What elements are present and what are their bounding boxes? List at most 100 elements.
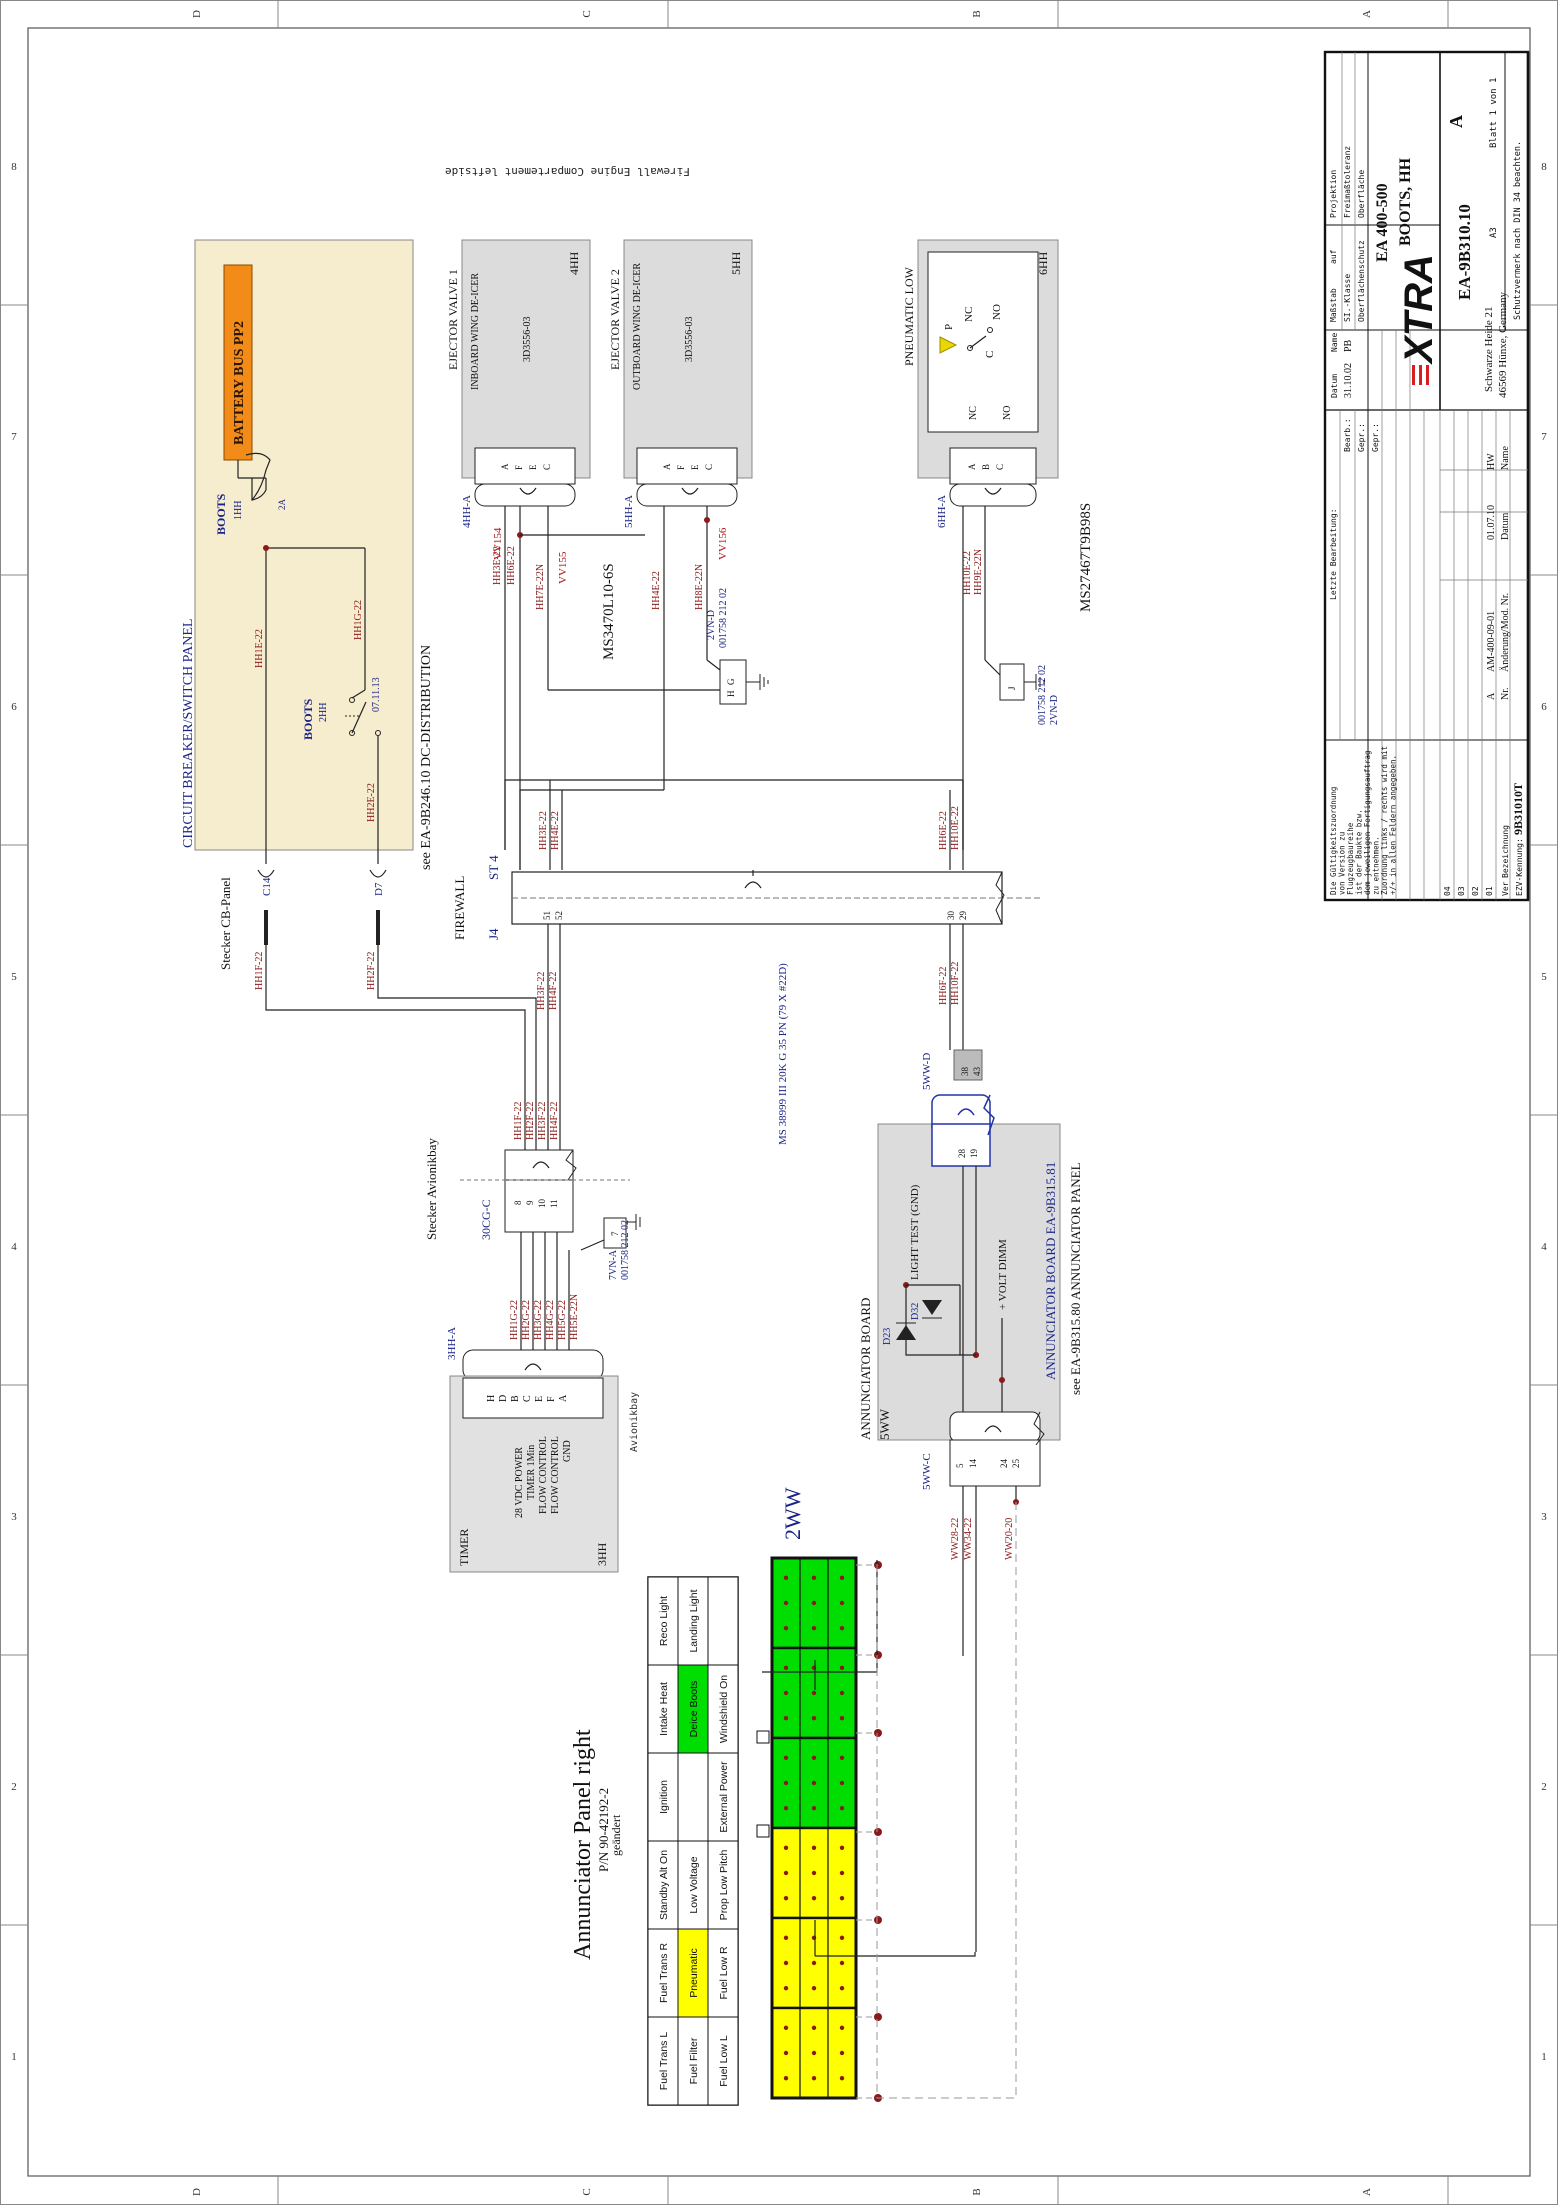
label-text: XTRA [1397,254,1441,365]
zone-col-r: 8 [1541,161,1547,173]
label-text: GND [562,1440,573,1462]
pneumatic-conn: 6HH-A [936,495,948,528]
label-text: 7 [610,1231,620,1236]
valve2-ref: 5HH [729,251,743,275]
valve1-conn: 4HH-A [461,495,473,528]
annunciator-conn-d: 5WW-D [921,1053,933,1090]
label-text: HH3F-22 [536,972,547,1010]
avionik-title: Stecker Avionikbay [424,1138,439,1240]
label-text: C [995,464,1005,470]
zone-row-b: A [1361,2188,1373,2196]
valve1-sub: INBOARD WING DE-ICER [470,273,481,390]
legend-label: Pneumatic [688,1948,700,1998]
label-text: HH3G-22 [533,1300,544,1340]
annunciator-board-label: ANNUNCIATOR BOARD EA-9B315.81 [1043,1162,1058,1380]
label-text: 01 [1485,886,1494,896]
zone-col-r: 5 [1541,971,1547,983]
legend-label: Standby Alt On [658,1850,670,1920]
ejector-valve-1: EJECTOR VALVE 1 INBOARD WING DE-ICER 3D3… [446,239,645,870]
pneumatic-title: PNEUMATIC LOW [902,266,916,366]
label-text: C [542,464,552,470]
zone-row-t: C [581,10,593,17]
firewall-st: ST 4 [486,855,501,880]
valve2-conn: 5HH-A [623,495,635,528]
label-text: HH5G-22 [557,1300,568,1340]
label-text: HH3E-22 [492,546,503,585]
firewall-caption: Firewall Engine Compartement leftside [445,165,690,178]
address-line-1: Schwarze Heide 21 [1483,306,1495,392]
label-text: Die Gültigkeitszuordnung [1329,787,1338,895]
label-text: Oberflächenschutz [1357,240,1366,322]
zone-col-l: 6 [11,701,17,713]
drawing-name: BOOTS, HH [1397,157,1414,246]
pressure-symbol [939,336,958,354]
label-text: HH3F-22 [537,1102,548,1140]
light-test-label: LIGHT TEST (GND) [909,1184,921,1280]
legend-cell [647,1576,679,1666]
label-text: Änderung/Mod. Nr. [1499,593,1511,672]
switch-ref: 2HH [318,703,329,722]
vv155: VV155 [557,551,569,584]
vv154: VV154 [492,527,504,560]
label-text: HW [1486,453,1497,470]
label-text: HH9E-22N [973,549,984,595]
label-text: Blatt 1 von 1 [1489,78,1499,148]
label-text: E [690,464,700,470]
label-text: Maßstab [1329,288,1338,322]
label-text: HH4F-22 [548,972,559,1010]
label-text: A3 [1489,227,1499,238]
label-text: HH2F-22 [525,1102,536,1140]
legend-label: Landing Light [688,1589,700,1652]
label-text: HH10F-22 [950,962,961,1005]
legend-label: Fuel Trans L [658,2032,670,2091]
label-text: P [943,324,955,330]
label-text: HH10E-22 [950,806,961,850]
timer-title: TIMER [457,1529,471,1566]
firewall-label: FIREWALL [452,876,467,940]
breaker-rating: 2A [277,499,287,511]
legend-label: Fuel Low R [718,1946,730,2000]
annunciator-board: ANNUNCIATOR BOARD 5WW ANNUNCIATOR BOARD … [858,1049,1083,1952]
ann-panel-heading: Annunciator Panel right [570,1729,596,1960]
label-text: J [1007,686,1017,690]
valve2-sub: OUTBOARD WING DE-ICER [632,263,643,390]
legend-label: Windshield On [718,1675,730,1743]
legend-label: External Power [718,1761,730,1833]
xtra-logo: XTRA [1397,254,1441,385]
diode-d23 [896,1325,916,1340]
valve2-part: 3D3556-03 [684,316,695,362]
zone-col-r: 2 [1541,1781,1547,1793]
timer-conn: 3HH-A [446,1327,458,1360]
label-text: F [514,465,524,470]
label-text: A [662,463,672,470]
drawing-number: EA-9B310.10 [1455,204,1474,300]
label-text: HH7E-22N [535,564,546,610]
label-text: HH6E-22 [938,811,949,850]
label-text: B [981,464,991,470]
ann-panel-pn: P/N 90-42192-2 [596,1788,611,1872]
zone-row-t: A [1361,10,1373,18]
legend-cell [677,1664,709,1754]
zone-col-l: 8 [11,161,17,173]
label-text: E [534,1396,545,1402]
breaker-symbol [237,460,267,501]
label-text: Letzte Bearbeitung: [1329,508,1338,600]
label-text: A [558,1394,569,1402]
cb-panel-title: CIRCUIT BREAKER/SWITCH PANEL [181,619,196,848]
ms-conn-2: MS27467T9B98S [1078,503,1094,612]
label-text: HH3E-22 [538,811,549,850]
ann-panel-ref: 2WW [780,1487,805,1540]
zone-col-l: 3 [11,1511,17,1523]
label-text: Datum [1500,513,1511,540]
avionik-connector: Stecker Avionikbay 30CG-C 8 9 10 11 HH1F… [424,1102,641,1280]
label-text: NO [1002,406,1013,420]
firewall-connector: FIREWALL ST 4 J4 51 52 30 29 MS 38999 II… [445,165,1040,1145]
battery-bus-label: BATTERY BUS PP2 [232,321,247,445]
wire-hh1e: HH1E-22 [254,629,265,668]
valve1-part: 3D3556-03 [522,316,533,362]
label-text: 51 [542,911,552,920]
label-text: Schutzvermerk nach DIN 34 beachten. [1513,141,1523,320]
label-text: HH10E-22 [962,551,973,595]
